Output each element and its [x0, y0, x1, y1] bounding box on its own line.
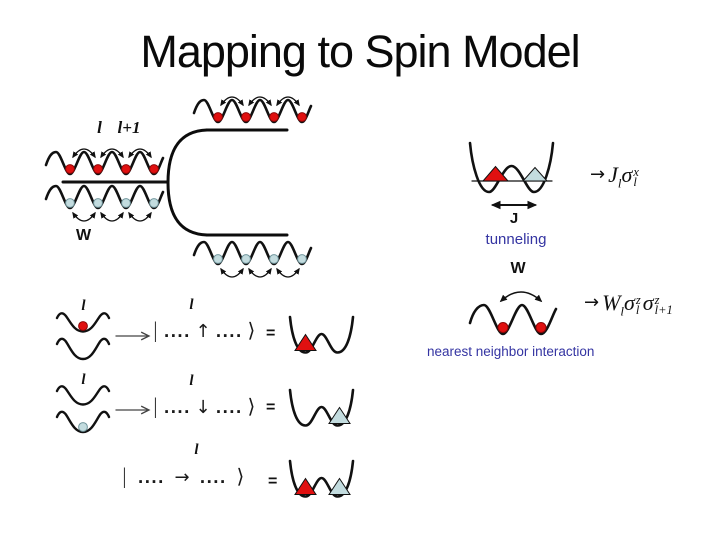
chain-wave — [192, 240, 313, 266]
chain-arc-arrows — [220, 96, 300, 107]
sigma2-sub: l+1 — [654, 302, 673, 317]
interaction-caption: nearest neighbor interaction — [427, 344, 595, 359]
ket-close: ⟩ — [247, 394, 256, 418]
blue-spin-triangle — [328, 477, 351, 495]
spin-down-symbol: ↓ — [195, 397, 211, 418]
left-double-chain — [44, 148, 170, 222]
dots-right: .... — [199, 469, 227, 487]
sigma-sup: x — [633, 164, 639, 179]
coefficient-sub: l — [617, 175, 622, 191]
red-atom — [78, 321, 88, 331]
W-label: W — [510, 260, 526, 277]
chain-wave — [192, 98, 313, 124]
row2-well-site-label: l — [81, 372, 86, 388]
sigma-operator-1: σ — [624, 290, 635, 315]
row3-spin-ket: |.... →.... ⟩ — [121, 464, 244, 488]
row1-equals: = — [266, 325, 276, 342]
ket-close: ⟩ — [247, 318, 256, 342]
sigma-sub: l — [633, 174, 637, 189]
J-label: J — [509, 210, 519, 227]
chain-atoms-blue — [213, 254, 307, 264]
lower-single-well — [55, 337, 111, 361]
dots-left: .... — [163, 399, 191, 417]
upper-lattice-atoms — [65, 164, 159, 174]
site-l-label: l — [97, 118, 102, 137]
mapping-row-3-wells — [288, 459, 355, 498]
red-spin-triangle — [294, 477, 317, 495]
interaction-atoms-red — [497, 322, 547, 333]
ket-close: ⟩ — [236, 464, 245, 488]
coefficient: W — [602, 290, 621, 315]
row2-ket-site-label: l — [189, 373, 194, 389]
dots-left: .... — [137, 469, 165, 487]
tunneling-well-diagram — [468, 141, 555, 210]
lower-lattice-wave — [44, 184, 165, 210]
lower-tunneling-arc-arrows — [72, 211, 152, 222]
ket-open: | — [152, 318, 159, 342]
blue-atom — [78, 422, 88, 432]
spin-right-symbol: → — [174, 467, 190, 488]
coefficient: J — [608, 162, 618, 187]
row1-spin-ket: |....↑....⟩ — [152, 318, 255, 342]
ket-open: | — [121, 464, 128, 488]
top-right-chain — [192, 96, 313, 124]
row1-well-site-label: l — [81, 298, 86, 314]
fork-curve — [166, 128, 209, 237]
blue-spin-triangle — [521, 166, 549, 182]
blue-spin-triangle — [328, 406, 351, 424]
tunneling-caption: tunneling — [485, 231, 547, 248]
dots-left: .... — [163, 323, 191, 341]
coefficient-sub: l — [620, 303, 625, 319]
upper-single-well — [55, 385, 111, 406]
double-well-curve — [468, 141, 555, 194]
upper-tunneling-arc-arrows — [72, 148, 152, 159]
upper-single-well — [55, 312, 111, 333]
mapping-row-2-wells — [55, 385, 355, 434]
sigma-operator-2: σ — [642, 290, 654, 315]
W-arc-arrow — [499, 291, 543, 303]
red-spin-triangle — [294, 333, 317, 351]
sigma1-sup: z — [635, 292, 641, 307]
lower-single-well — [55, 410, 111, 434]
mapping-row-1-wells — [55, 312, 355, 361]
row3-equals: = — [268, 473, 278, 490]
spin-up-symbol: ↑ — [195, 321, 211, 342]
two-well-wave — [468, 303, 558, 336]
row2-equals: = — [266, 399, 276, 416]
bottom-right-chain — [192, 240, 313, 278]
red-spin-triangle — [481, 165, 510, 182]
sigma2-sup: z — [654, 292, 660, 307]
row2-spin-ket: |....↓....⟩ — [152, 394, 255, 418]
site-l-plus-1-label: l+1 — [117, 118, 141, 137]
chain-atoms-red — [213, 112, 307, 122]
maps-to-arrow-glyph: → — [590, 164, 606, 185]
maps-to-arrow-glyph: → — [584, 292, 600, 313]
interchain-W-label: W — [75, 227, 92, 244]
chain-arc-arrows — [220, 267, 300, 278]
lower-lattice-atoms — [65, 198, 159, 208]
row3-ket-site-label: l — [194, 442, 199, 458]
row1-ket-site-label: l — [189, 297, 194, 313]
page-title: Mapping to Spin Model — [140, 26, 580, 77]
ket-open: | — [152, 394, 159, 418]
sigma1-sub: l — [635, 302, 640, 317]
interaction-well-diagram — [468, 291, 558, 336]
sigma-operator: σ — [621, 162, 633, 187]
fork-brace — [166, 128, 289, 237]
upper-lattice-wave — [44, 150, 165, 176]
dots-right: .... — [215, 399, 243, 417]
dots-right: .... — [215, 323, 243, 341]
